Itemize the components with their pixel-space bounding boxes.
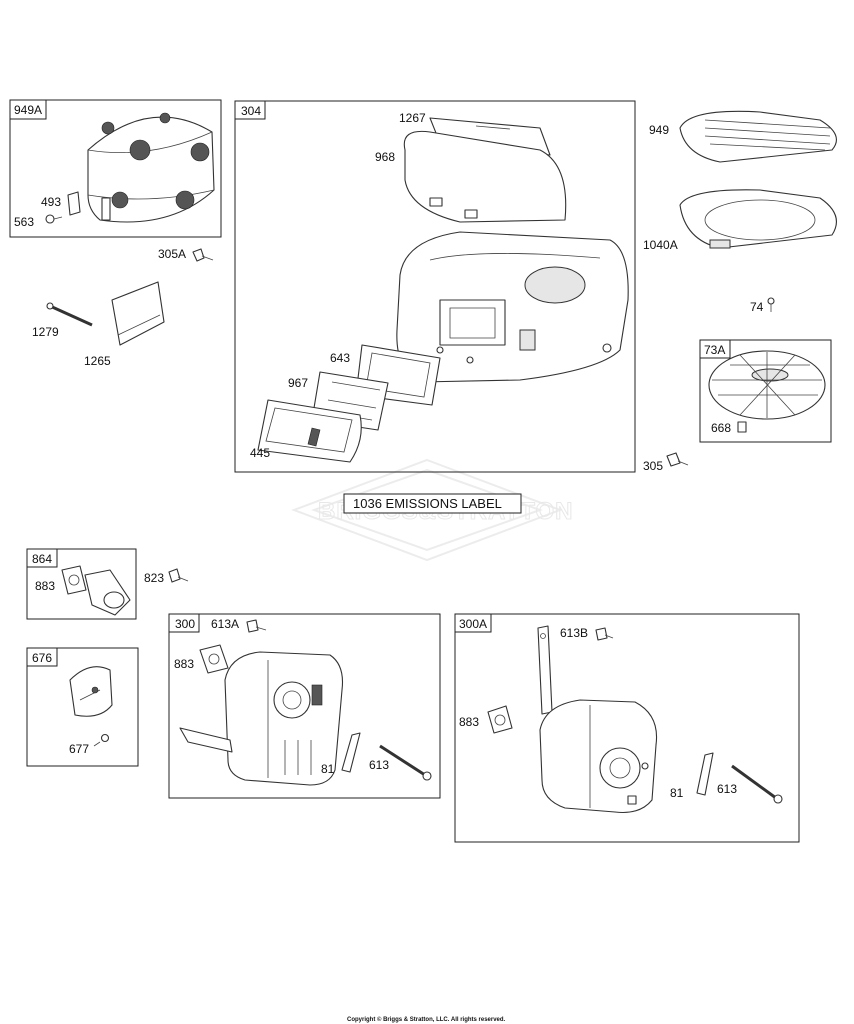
bolt-613-b-drawing: [731, 764, 783, 804]
part-label-1265: 1265: [84, 354, 111, 368]
bracket-300A-drawing: [537, 625, 553, 715]
part-label-883-a: 883: [35, 579, 55, 593]
gasket-864-drawing: [61, 565, 87, 595]
part-label-668: 668: [711, 421, 731, 435]
gasket-1040A: 1040A: [643, 189, 837, 252]
part-label-563: 563: [14, 215, 34, 229]
muffler-300A-drawing: [539, 699, 658, 814]
group-73A: 73A 668: [699, 339, 832, 443]
screw-305: 305: [643, 452, 689, 473]
part-label-643: 643: [330, 351, 350, 365]
part-label-883-c: 883: [459, 715, 479, 729]
part-label-1040A: 1040A: [643, 238, 678, 252]
part-label-883-b: 883: [174, 657, 194, 671]
copyright-text: Copyright © Briggs & Stratton, LLC. All …: [347, 1016, 506, 1023]
group-label-300: 300: [175, 617, 195, 631]
part-label-677: 677: [69, 742, 89, 756]
part-label-613B: 613B: [560, 626, 588, 640]
screw-563-drawing: [45, 214, 63, 224]
part-label-949: 949: [649, 123, 669, 137]
pin-668-drawing: [737, 421, 747, 433]
emissions-label-box: 1036 EMISSIONS LABEL: [343, 493, 522, 514]
cover-949: 949: [649, 110, 837, 163]
group-label-300A: 300A: [459, 617, 487, 631]
group-300: 300 613A 883 81 613: [168, 613, 441, 799]
group-label-864: 864: [32, 552, 52, 566]
screw-677-drawing: [93, 733, 110, 747]
part-label-81-b: 81: [670, 786, 684, 800]
adapter-864-drawing: [84, 569, 131, 616]
group-label-949A: 949A: [14, 103, 42, 117]
part-label-493: 493: [41, 195, 61, 209]
bolt-613-a-drawing: [379, 744, 432, 781]
air-cleaner-base-drawing: [396, 231, 629, 383]
group-label-676: 676: [32, 651, 52, 665]
emissions-label-text: 1036 EMISSIONS LABEL: [353, 496, 502, 511]
part-label-613A: 613A: [211, 617, 239, 631]
screw-74: 74: [750, 297, 775, 314]
part-label-613-a: 613: [369, 758, 389, 772]
gasket-883-c-drawing: [487, 705, 513, 734]
part-label-1279: 1279: [32, 325, 59, 339]
part-label-968: 968: [375, 150, 395, 164]
part-label-445: 445: [250, 446, 270, 460]
rod-1279: 1279: [32, 302, 93, 339]
part-label-1267: 1267: [399, 111, 426, 125]
muffler-300-drawing: [179, 651, 344, 786]
screw-823: 823: [144, 568, 189, 585]
group-304: 304: [234, 100, 636, 473]
deflector-676-drawing: [69, 666, 113, 717]
part-label-823: 823: [144, 571, 164, 585]
part-label-81-a: 81: [321, 762, 335, 776]
screw-613B-drawing: [595, 627, 614, 641]
part-label-305A: 305A: [158, 247, 186, 261]
group-949A: 949A 493 563: [9, 99, 222, 238]
group-300A: 300A 613B 883 81 61: [454, 613, 800, 843]
lock-81-a-drawing: [341, 732, 361, 773]
element-445-drawing: [257, 399, 362, 463]
part-label-305: 305: [643, 459, 663, 473]
part-label-967: 967: [288, 376, 308, 390]
air-cleaner-cover-drawing: [87, 112, 215, 223]
bracket-493-drawing: [67, 191, 81, 216]
part-label-613-b: 613: [717, 782, 737, 796]
group-676: 676 677: [26, 647, 139, 767]
group-label-304: 304: [241, 104, 261, 118]
gasket-883-b-drawing: [199, 644, 229, 674]
part-label-74: 74: [750, 300, 764, 314]
group-864: 864 883: [26, 548, 137, 620]
screw-305A: 305A: [158, 247, 214, 262]
group-label-73A: 73A: [704, 343, 725, 357]
plate-1265: 1265: [84, 281, 165, 368]
lock-81-b-drawing: [696, 752, 714, 796]
screw-613A-drawing: [246, 619, 267, 633]
precleaner-968-drawing: [403, 130, 567, 223]
screen-73A-drawing: [708, 350, 826, 420]
